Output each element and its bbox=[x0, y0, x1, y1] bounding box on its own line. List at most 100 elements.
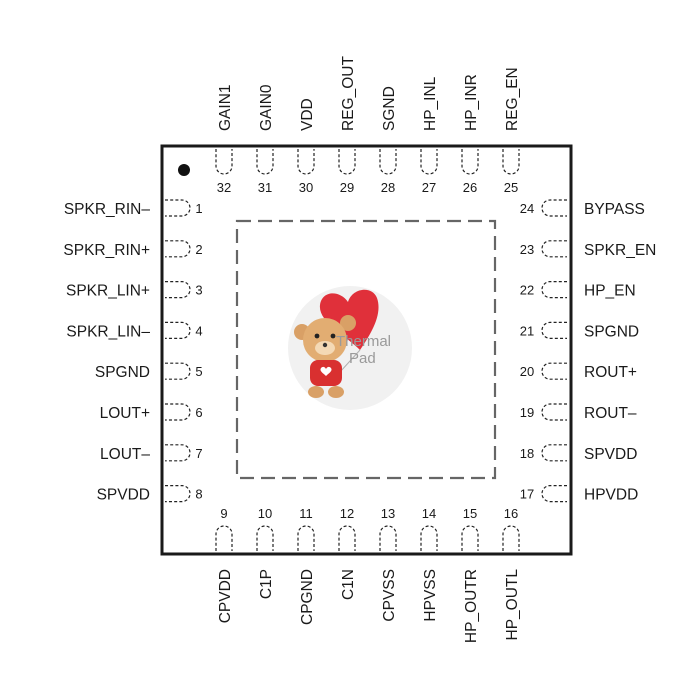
pin-pad-shape bbox=[461, 149, 479, 175]
thermal-pad-label-line1: Thermal bbox=[336, 333, 391, 350]
pin-pad-shape bbox=[379, 149, 397, 175]
pin-number: 23 bbox=[520, 242, 534, 257]
pin-name: SPVDD bbox=[584, 446, 637, 463]
pin-name: LOUT+ bbox=[100, 405, 150, 422]
pin-name: C1P bbox=[258, 569, 275, 599]
pin-pad-shape bbox=[256, 525, 274, 551]
pin-17: 17 HPVDD bbox=[520, 485, 638, 504]
pin-pad-shape bbox=[541, 199, 567, 217]
pin-number: 22 bbox=[520, 283, 534, 298]
pin-number: 16 bbox=[504, 506, 518, 521]
pin-name: BYPASS bbox=[584, 201, 645, 218]
pin-number: 12 bbox=[340, 506, 354, 521]
pin-name: HPVDD bbox=[584, 487, 638, 504]
pin-name: SPVDD bbox=[97, 487, 150, 504]
pin-number: 20 bbox=[520, 364, 534, 379]
pin-number: 13 bbox=[381, 506, 395, 521]
pin-23: 23 SPKR_EN bbox=[520, 240, 656, 259]
thermal-pad-emblem: Thermal Pad bbox=[288, 286, 412, 410]
pin-number: 26 bbox=[463, 180, 477, 195]
pin-pad-shape bbox=[541, 444, 567, 462]
pin-name: ROUT+ bbox=[584, 364, 637, 381]
pin-pad-shape bbox=[165, 321, 191, 339]
pin-name: SPKR_LIN– bbox=[66, 323, 150, 340]
pin-number: 3 bbox=[195, 283, 202, 298]
pin-number: 8 bbox=[195, 487, 202, 502]
pin-21: 21 SPGND bbox=[520, 321, 639, 340]
pin-pad-shape bbox=[297, 149, 315, 175]
pin-pad-shape bbox=[502, 149, 520, 175]
pin-20: 20 ROUT+ bbox=[520, 362, 637, 381]
pin-name: SPKR_EN bbox=[584, 242, 656, 259]
pin-27: 27 HP_INL bbox=[420, 76, 439, 195]
pin-number: 31 bbox=[258, 180, 272, 195]
pin-pad-shape bbox=[541, 403, 567, 421]
pin-number: 21 bbox=[520, 323, 534, 338]
pin-pad-shape bbox=[165, 485, 191, 503]
pin-1: 1 SPKR_RIN– bbox=[64, 199, 203, 218]
pin-31: 31 GAIN0 bbox=[256, 84, 275, 195]
pin-name: SPKR_RIN– bbox=[64, 201, 151, 218]
pin-number: 17 bbox=[520, 487, 534, 502]
pin-name: SGND bbox=[381, 86, 398, 131]
teddy-bear-icon bbox=[294, 315, 356, 398]
pin-18: 18 SPVDD bbox=[520, 444, 637, 463]
pin-pad-shape bbox=[420, 149, 438, 175]
pin-pad-shape bbox=[338, 149, 356, 175]
pin-25: 25 REG_EN bbox=[502, 67, 521, 195]
pin-name: CPVSS bbox=[381, 569, 398, 622]
pin-name: HP_INL bbox=[422, 76, 439, 131]
pin-name: CPGND bbox=[299, 569, 316, 625]
pin-pad-shape bbox=[165, 444, 191, 462]
pin-pad-shape bbox=[338, 525, 356, 551]
thermal-pad-label-line2: Pad bbox=[349, 350, 376, 367]
pin-name: LOUT– bbox=[100, 446, 150, 463]
pin-29: 29 REG_OUT bbox=[338, 56, 357, 195]
pin-number: 28 bbox=[381, 180, 395, 195]
pin-number: 25 bbox=[504, 180, 518, 195]
pin1-indicator-dot bbox=[178, 164, 190, 176]
pin-name: GAIN0 bbox=[258, 84, 275, 131]
pin-pad-shape bbox=[541, 240, 567, 258]
pin-number: 19 bbox=[520, 405, 534, 420]
pin-number: 27 bbox=[422, 180, 436, 195]
pin-number: 2 bbox=[195, 242, 202, 257]
pin-number: 1 bbox=[195, 201, 202, 216]
pin-name: CPVDD bbox=[217, 569, 234, 623]
pin-number: 29 bbox=[340, 180, 354, 195]
pin-3: 3 SPKR_LIN+ bbox=[66, 281, 203, 300]
pin-pad-shape bbox=[502, 525, 520, 551]
pin-name: HP_OUTL bbox=[504, 569, 521, 641]
pin-pad-shape bbox=[215, 525, 233, 551]
pin-pad-shape bbox=[541, 281, 567, 299]
pin-8: 8 SPVDD bbox=[97, 485, 203, 504]
pin-name: SPKR_LIN+ bbox=[66, 283, 150, 300]
pin-pad-shape bbox=[461, 525, 479, 551]
pin-pad-shape bbox=[541, 321, 567, 339]
pin-name: HP_OUTR bbox=[463, 569, 480, 643]
pin-name: REG_EN bbox=[504, 67, 521, 131]
pin-pad-shape bbox=[165, 281, 191, 299]
pin-pad-shape bbox=[165, 240, 191, 258]
pin-pad-shape bbox=[541, 485, 567, 503]
pin-name: REG_OUT bbox=[340, 56, 357, 131]
pin-number: 30 bbox=[299, 180, 313, 195]
pin-pad-shape bbox=[541, 362, 567, 380]
pin-number: 18 bbox=[520, 446, 534, 461]
pin-28: 28 SGND bbox=[379, 86, 398, 195]
pin-name: SPGND bbox=[584, 323, 639, 340]
pin-number: 9 bbox=[220, 506, 227, 521]
pin-name: GAIN1 bbox=[217, 84, 234, 131]
pin-number: 5 bbox=[195, 364, 202, 379]
